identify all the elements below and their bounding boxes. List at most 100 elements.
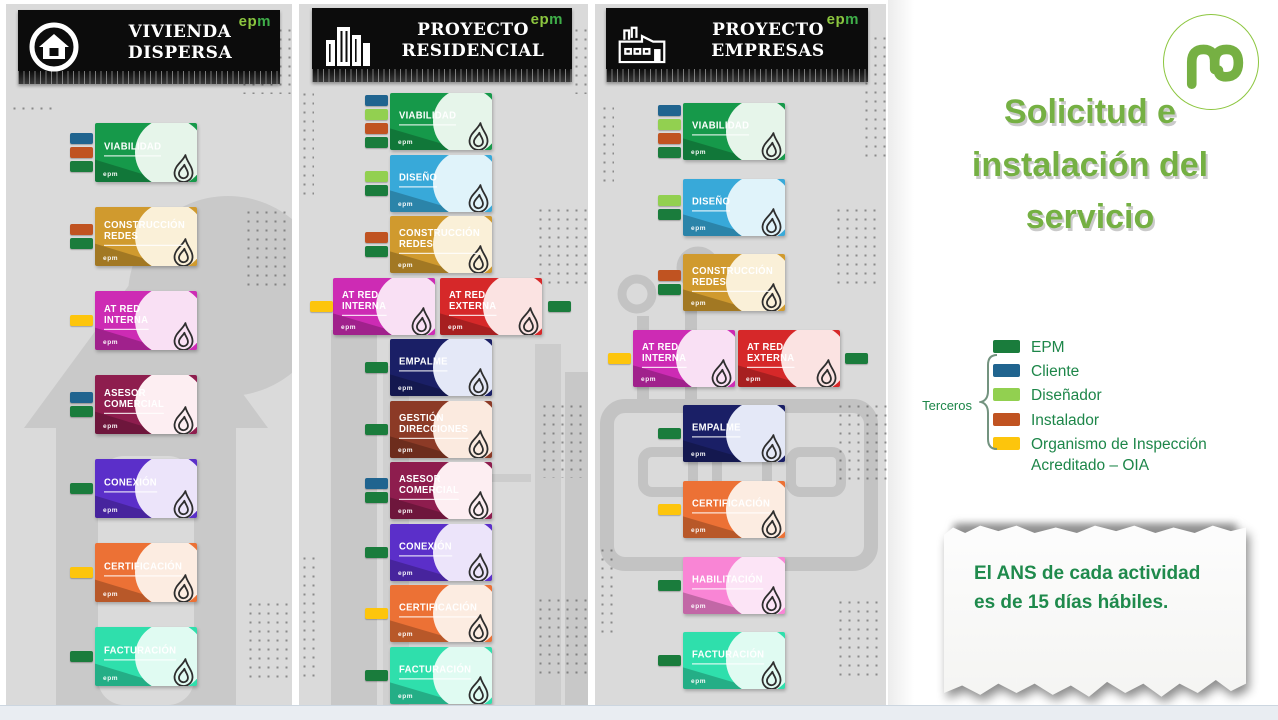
terceros-bracket [979,354,998,450]
dot-pattern [834,206,880,284]
legend-chip-epm [993,340,1020,353]
flame-circle [432,585,492,642]
card-epm-logo: epm [691,149,707,156]
card-label: DISEÑO [692,196,731,212]
flame-icon [467,121,491,150]
legend-chip-cliente [993,364,1020,378]
card-epm-logo: epm [448,324,464,331]
chip-instalador [658,133,681,144]
column-title: VIVIENDA DISPERSA [127,22,233,63]
legend-chip-disenador [993,388,1020,402]
flame-icon [467,552,491,581]
dot-pattern [836,598,884,678]
chip-epm [365,362,388,373]
dot-pattern [598,546,614,634]
flame-icon [410,306,434,335]
epm-logo: epm [826,11,859,28]
chip-epm [658,655,681,666]
flame-icon [467,675,491,704]
flame-icon [760,207,784,236]
chip-epm [365,547,388,558]
flame-icon [710,358,734,387]
flame-icon [760,509,784,538]
chip-epm [365,185,388,196]
card-epm-logo: epm [398,631,414,638]
flame-circle [725,557,785,614]
legend-chip-instalador [993,412,1020,426]
flame-circle [135,207,197,266]
chip-cliente [365,478,388,489]
note-torn-paper: El ANS de cada actividad es de 15 días h… [944,520,1246,706]
flame-circle [432,339,492,396]
card-label: FACTURACIÓN [692,649,765,665]
flame-circle [135,291,197,350]
flame-circle [135,123,197,182]
legend-chip-oia [993,436,1020,450]
legend-label: Organismo de Inspección Acreditado – OIA [1031,435,1207,475]
flame-icon [815,358,839,387]
card-label: HABILITACIÓN [692,574,763,590]
card-label: CONEXIÓN [399,541,452,557]
banner-vivienda-dispersa: VIVIENDA DISPERSA epm [18,10,280,84]
card-epm-logo: epm [103,171,119,178]
card-label: ASESOR COMERCIAL [104,388,165,415]
chip-epm [658,284,681,295]
flame-circle [375,278,435,335]
legend-label: EPM [1031,339,1065,356]
chip-instalador [365,123,388,134]
card-label: EMPALME [399,356,448,372]
flame-circle [432,155,492,212]
card-epm-logo: epm [103,255,119,262]
buildings-icon [326,27,370,66]
card-epm-logo: epm [691,451,707,458]
card-label: VIABILIDAD [104,141,162,157]
card-viabilidad: VIABILIDAD epm [95,123,197,182]
flame-circle [135,375,197,434]
chip-oia [310,301,333,312]
card-label: ASESOR COMERCIAL [399,474,460,501]
card-epm-logo: epm [691,300,707,307]
flame-icon [760,585,784,614]
legend-item-instalador: Instalador [993,410,1278,432]
flame-icon [760,660,784,689]
skyline-decoration [312,69,572,82]
card-epm-logo: epm [103,507,119,514]
card-label: AT RED INTERNA [342,290,387,317]
banner-proyecto-residencial: PROYECTO RESIDENCIAL epm [312,8,572,82]
column-title: PROYECTO RESIDENCIAL [401,20,545,61]
flame-icon [172,657,196,686]
flame-icon [760,131,784,160]
chip-epm [70,651,93,662]
chip-instalador [70,147,93,158]
dot-pattern [10,104,58,116]
chip-disenador [365,171,388,182]
card-epm-logo: epm [398,201,414,208]
flame-icon [467,244,491,273]
chip-cliente [70,133,93,144]
house-icon [29,22,79,72]
legend-item-disenador: Diseñador [993,385,1278,407]
factory-icon [618,26,666,63]
bottom-strip [0,705,1278,720]
card-facturacion: FACTURACIÓN epm [683,632,785,689]
flame-circle [135,459,197,518]
chip-epm [658,580,681,591]
chip-epm [70,483,93,494]
flame-icon [517,306,541,335]
card-epm-logo: epm [103,339,119,346]
card-epm-logo: epm [691,678,707,685]
card-label: GESTIÓN DIRECCIONES [399,413,469,440]
chip-epm [658,428,681,439]
